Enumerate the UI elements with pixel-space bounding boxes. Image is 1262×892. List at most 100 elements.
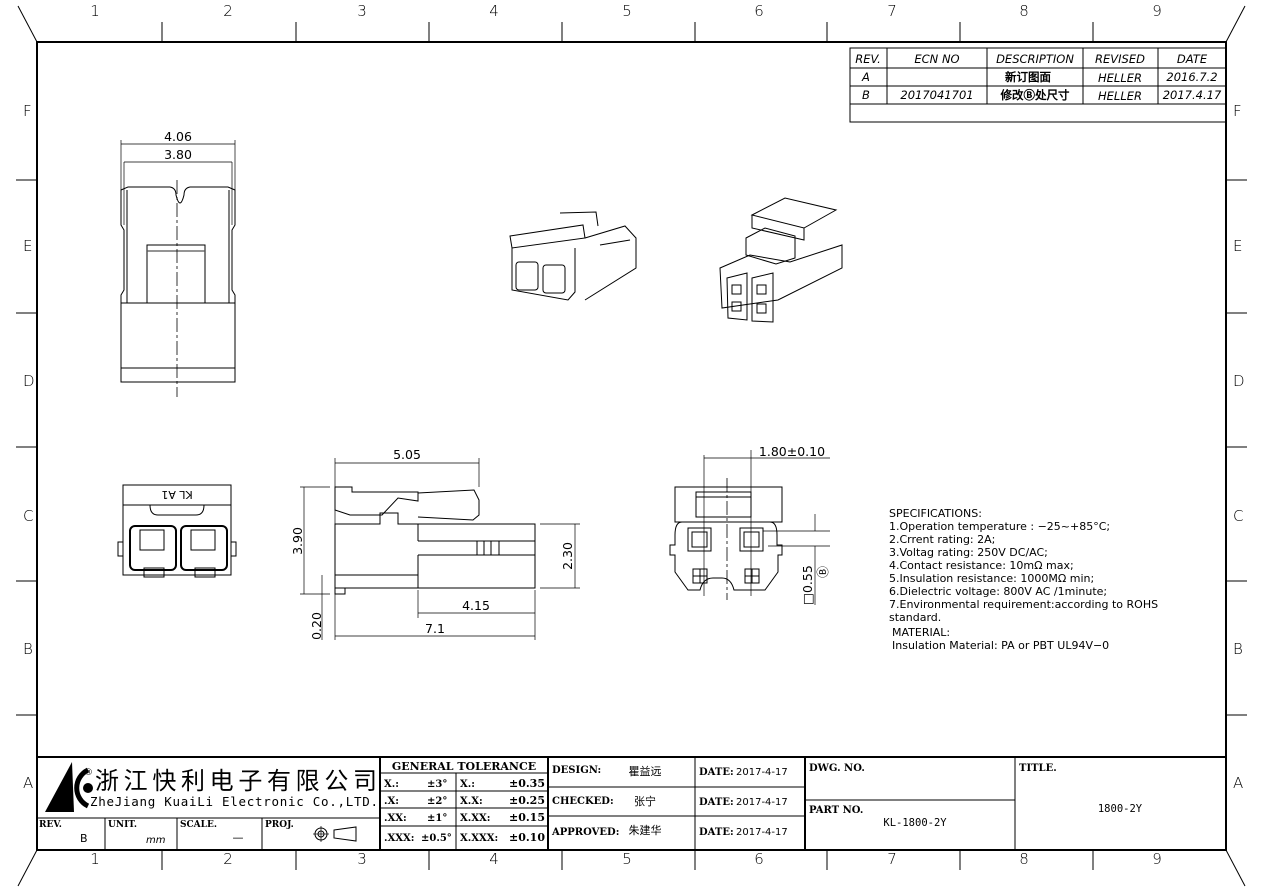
- zone-col-label: 1: [90, 2, 100, 20]
- rev-cell: 新订图面: [1005, 70, 1051, 84]
- dim-side-body-height: 2.30: [560, 542, 575, 570]
- dim-side-body-length: 4.15: [462, 598, 490, 613]
- front-view: 1.80±0.10 □0.55 Ⓑ: [669, 444, 830, 605]
- company-name-en: ZheJiang KuaiLi Electronic Co.,LTD.: [90, 794, 378, 809]
- end-view: KL A1: [117, 484, 237, 578]
- zone-row-label: F: [23, 102, 32, 120]
- rev-cell: 2017.4.17: [1163, 88, 1222, 102]
- date-label: DATE:: [699, 767, 734, 778]
- zone-col-label: 6: [754, 2, 764, 20]
- part-no-label: PART NO.: [809, 805, 863, 816]
- dim-front-pin-square: □0.55: [800, 565, 815, 605]
- checked-label: CHECKED:: [552, 796, 614, 807]
- rev-header: DATE: [1177, 52, 1208, 66]
- isometric-view-rear: [719, 197, 843, 323]
- zone-col-label: 9: [1152, 2, 1162, 20]
- company-name-cn: 浙江快利电子有限公司: [95, 767, 377, 795]
- tolerance-cell: X.:: [384, 779, 399, 790]
- material-value: Insulation Material: PA or PBT UL94V−0: [892, 639, 1109, 652]
- dim-top-width-inner: 3.80: [164, 147, 192, 162]
- tolerance-cell: .X:: [384, 796, 399, 807]
- zone-col-label: 1: [90, 850, 100, 868]
- spec-title: SPECIFICATIONS:: [889, 507, 982, 520]
- zone-col-label: 4: [489, 850, 499, 868]
- title-label: TITLE.: [1019, 763, 1057, 774]
- zone-row-label: A: [23, 774, 33, 792]
- zone-row-label: E: [23, 237, 32, 255]
- zone-row-label: A: [1233, 774, 1243, 792]
- spec-item: 6.Dielectric voltage: 800V AC /1minute;: [889, 585, 1107, 598]
- title-block: ® 浙江快利电子有限公司 ZheJiang KuaiLi Electronic …: [37, 756, 1226, 850]
- title-value: 1800-2Y: [1098, 803, 1143, 815]
- design-date: 2017-4-17: [736, 767, 788, 778]
- tolerance-cell: X.XXX:: [460, 833, 498, 844]
- zone-row-label: B: [1233, 640, 1243, 658]
- rev-header: REV.: [855, 52, 880, 66]
- zone-row-label: E: [1233, 237, 1242, 255]
- checked-name: 张宁: [634, 794, 656, 808]
- date-label: DATE:: [699, 827, 734, 838]
- spec-item: 1.Operation temperature : −25~+85°C;: [889, 520, 1110, 533]
- tolerance-rows: X.: ±3° X.: ±0.35 .X: ±2° X.X: ±0.25 .XX…: [384, 777, 545, 844]
- checked-date: 2017-4-17: [736, 797, 788, 808]
- zone-row-label: D: [23, 372, 35, 390]
- dim-side-length-top: 5.05: [393, 447, 421, 462]
- spec-item: 2.Crrent rating: 2A;: [889, 533, 995, 546]
- scale-value: —: [233, 831, 244, 844]
- zone-col-label: 7: [887, 850, 897, 868]
- projection-symbol-icon: [313, 826, 357, 842]
- dim-front-pitch: 1.80±0.10: [759, 444, 825, 459]
- rev-cell: A: [861, 70, 870, 84]
- tolerance-cell: ±0.25: [509, 794, 545, 807]
- zone-labels: 1 2 3 4 5 6 7 8 9 1 2 3 4 5 6 7 8 9 F E …: [23, 2, 1245, 868]
- registered-mark: ®: [84, 768, 93, 778]
- end-view-marking: KL A1: [161, 488, 192, 501]
- zone-row-label: C: [23, 507, 33, 525]
- zone-col-label: 7: [887, 2, 897, 20]
- rev-cell: 2017041701: [900, 88, 973, 102]
- top-view: 4.06 3.80: [120, 129, 236, 397]
- revision-table: REV. ECN NO DESCRIPTION REVISED DATE A 新…: [849, 47, 1227, 123]
- dwg-no-label: DWG. NO.: [809, 763, 865, 774]
- zone-col-label: 3: [357, 2, 367, 20]
- rev-value: B: [80, 832, 88, 845]
- design-name: 瞿益远: [629, 764, 662, 778]
- zone-row-label: D: [1233, 372, 1245, 390]
- proj-label: PROJ.: [265, 820, 294, 830]
- zone-col-label: 2: [223, 850, 233, 868]
- tolerance-cell: ±0.15: [509, 811, 545, 824]
- tolerance-cell: X.XX:: [460, 813, 490, 824]
- date-label: DATE:: [699, 797, 734, 808]
- dim-side-height: 3.90: [290, 527, 305, 555]
- dim-top-width-outer: 4.06: [164, 129, 192, 144]
- tolerance-cell: ±0.5°: [421, 833, 452, 844]
- zone-col-label: 9: [1152, 850, 1162, 868]
- unit-label: UNIT.: [108, 820, 137, 830]
- dim-side-offset: 0.20: [309, 612, 324, 640]
- rev-cell: 修改Ⓑ处尺寸: [1000, 88, 1070, 102]
- zone-col-label: 2: [223, 2, 233, 20]
- specifications: SPECIFICATIONS: 1.Operation temperature …: [889, 507, 1158, 652]
- rev-cell: B: [862, 88, 870, 102]
- rev-cell: 2016.7.2: [1166, 70, 1217, 84]
- rev-cell: HELLER: [1098, 89, 1142, 103]
- zone-row-label: B: [23, 640, 33, 658]
- tolerance-title: GENERAL TOLERANCE: [392, 760, 536, 773]
- approved-name: 朱建华: [629, 823, 662, 837]
- zone-col-label: 8: [1019, 2, 1029, 20]
- spec-item: 4.Contact resistance: 10mΩ max;: [889, 559, 1074, 572]
- tolerance-cell: X.X:: [460, 796, 483, 807]
- tolerance-cell: .XXX:: [384, 833, 414, 844]
- side-view: 5.05 3.90 0.20 2.30 4.15 7.1: [290, 447, 580, 640]
- dim-side-total-length: 7.1: [425, 621, 445, 636]
- isometric-view-front: [509, 211, 637, 301]
- unit-value: mm: [146, 835, 166, 846]
- spec-item: 5.Insulation resistance: 1000MΩ min;: [889, 572, 1094, 585]
- zone-col-label: 5: [622, 2, 632, 20]
- drawing-frame: [16, 5, 1247, 887]
- rev-header: REVISED: [1095, 52, 1145, 66]
- material-title: MATERIAL:: [892, 626, 950, 639]
- zone-col-label: 6: [754, 850, 764, 868]
- rev-header: DESCRIPTION: [996, 52, 1074, 66]
